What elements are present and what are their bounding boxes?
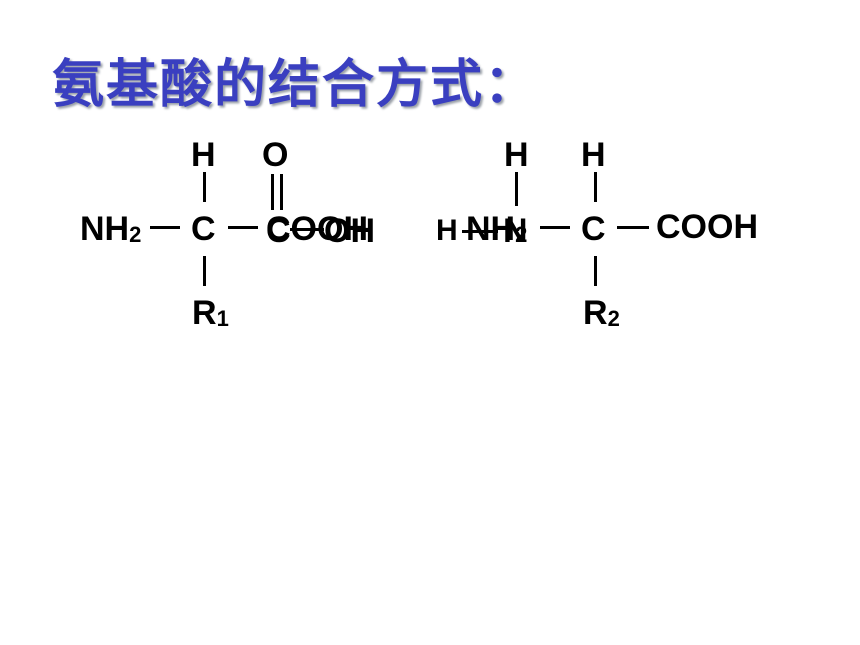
m1-top-o: O <box>262 136 289 174</box>
m1-overlay-oh: OH <box>324 212 375 250</box>
m2-top-h-c: H <box>581 136 606 174</box>
m2-left-h: H <box>436 214 458 247</box>
m1-bond-c-h <box>203 172 206 202</box>
m2-bond-n-c <box>540 226 570 229</box>
m2-top-h-amino: H <box>504 136 529 174</box>
slide-title: 氨基酸的结合方式： <box>52 55 539 115</box>
m2-overlay-n: N <box>503 212 528 250</box>
m1-bond-c-cooh <box>228 226 258 229</box>
m1-double-bond-left <box>271 174 274 210</box>
m1-amino-group: NH2 <box>80 210 142 248</box>
m1-center-c: C <box>191 210 216 248</box>
m2-bond-n-h <box>515 172 518 206</box>
m2-r-group: R2 <box>583 294 620 332</box>
m2-bond-h-n <box>462 230 498 233</box>
m1-r-group: R1 <box>192 294 229 332</box>
m2-carboxyl: COOH <box>656 208 758 246</box>
m1-bond-c-r <box>203 256 206 286</box>
m2-center-c: C <box>581 210 606 248</box>
m1-double-bond-right <box>280 174 283 210</box>
m2-amino-group: NH2 <box>466 210 528 248</box>
m2-bond-c-h <box>594 172 597 202</box>
m2-bond-c-cooh <box>617 226 649 229</box>
m1-top-h: H <box>191 136 216 174</box>
m1-bond-n-c <box>150 226 180 229</box>
m2-bond-c-r <box>594 256 597 286</box>
m1-overlay-c: C <box>266 212 291 250</box>
m1-bond-c-oh <box>290 228 324 231</box>
